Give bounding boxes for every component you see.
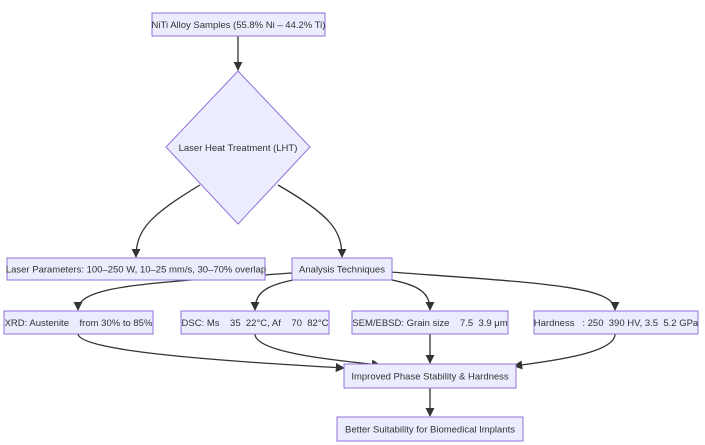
node-analysis-label: Analysis Techniques <box>299 265 385 276</box>
node-samples[interactable]: NiTi Alloy Samples (55.8% Ni – 44.2% Ti) <box>151 12 326 37</box>
edges <box>73 36 620 417</box>
edge-analysis-to-dsc <box>250 276 311 311</box>
node-improved-label: Improved Phase Stability & Hardness <box>351 372 509 383</box>
node-improved[interactable]: Improved Phase Stability & Hardness <box>343 363 517 389</box>
edge-xrd-to-improved <box>77 333 345 373</box>
edge-hardness-to-improved <box>513 333 616 370</box>
edge-lht-to-analysis <box>277 184 347 258</box>
node-xrd[interactable]: XRD: Austenite from 30% to 85% <box>3 310 154 335</box>
edge-dsc-to-improved <box>254 333 381 369</box>
node-dsc-label: DSC: Ms 35 22°C, Af 70 82°C <box>182 318 329 329</box>
edge-lht-to-laser-params <box>131 184 201 258</box>
node-suitability[interactable]: Better Suitability for Biomedical Implan… <box>336 416 524 442</box>
node-xrd-label: XRD: Austenite from 30% to 85% <box>5 318 153 329</box>
node-hardness[interactable]: Hardness : 250 390 HV, 3.5 5.2 GPa <box>533 310 699 335</box>
node-analysis[interactable]: Analysis Techniques <box>291 257 393 281</box>
node-lht-label: Laser Heat Treatment (LHT) <box>179 143 298 154</box>
node-dsc[interactable]: DSC: Ms 35 22°C, Af 70 82°C <box>180 310 330 335</box>
node-sem[interactable]: SEM/EBSD: Grain size 7.5 3.9 μm <box>351 310 509 335</box>
node-suitability-label: Better Suitability for Biomedical Implan… <box>345 425 515 436</box>
node-laser-params[interactable]: Laser Parameters: 100–250 W, 10–25 mm/s,… <box>6 257 266 281</box>
edge-analysis-to-hardness <box>389 271 620 311</box>
node-samples-label: NiTi Alloy Samples (55.8% Ni – 44.2% Ti) <box>152 20 326 31</box>
node-sem-label: SEM/EBSD: Grain size 7.5 3.9 μm <box>352 318 508 329</box>
node-hardness-label: Hardness : 250 390 HV, 3.5 5.2 GPa <box>534 318 699 329</box>
node-lht[interactable]: Laser Heat Treatment (LHT) <box>165 70 311 225</box>
edge-analysis-to-sem <box>374 276 435 311</box>
node-laser-params-label: Laser Parameters: 100–250 W, 10–25 mm/s,… <box>6 265 266 276</box>
